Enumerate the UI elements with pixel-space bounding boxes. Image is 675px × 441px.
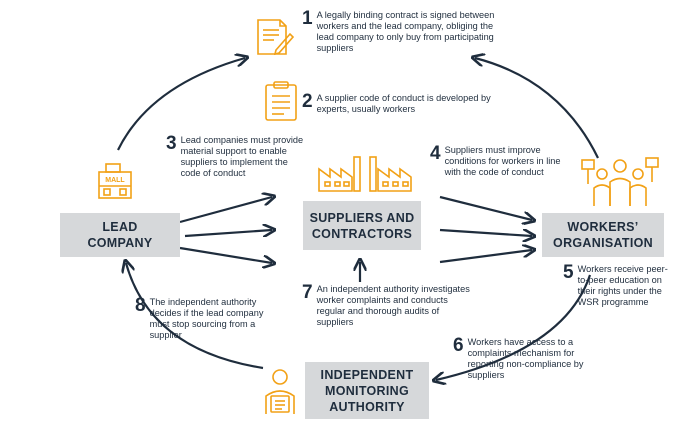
arrow-suppliers-to-workers-1 (439, 195, 532, 220)
workers-protest-icon (581, 157, 659, 206)
mall-label: MALL (105, 177, 125, 184)
workers-organisation-box: WORKERS’ ORGANISATION (542, 213, 664, 257)
authority-line2: MONITORING (324, 383, 410, 398)
factory-icon-1 (318, 156, 361, 192)
inspector-checklist-icon (265, 369, 295, 414)
lead-company-line2: COMPANY (87, 236, 153, 250)
factory-icon-2 (369, 156, 412, 192)
step-1-number: 1 (302, 8, 313, 29)
arrow-lead-to-suppliers-2 (184, 230, 272, 236)
lead-company-line1: LEAD (102, 220, 138, 234)
arrow-lead-to-suppliers-1 (179, 197, 272, 224)
authority-line1: INDEPENDENT (320, 367, 414, 382)
authority-line3: AUTHORITY (329, 399, 405, 414)
step-3-text: Lead companies must provide material sup… (180, 135, 304, 178)
monitoring-authority-box: INDEPENDENT MONITORING AUTHORITY (305, 362, 429, 419)
step-6-number: 6 (453, 335, 464, 356)
step-7: 7 An independent authority investigates … (302, 282, 477, 328)
arrow-lead-to-contract (117, 58, 245, 151)
step-2-number: 2 (302, 91, 313, 112)
step-4: 4 Suppliers must improve conditions for … (430, 143, 570, 178)
workers-line2: ORGANISATION (553, 236, 653, 250)
step-5-text: Workers receive peer-to-peer education o… (577, 264, 668, 307)
step-1: 1 A legally binding contract is signed b… (302, 8, 512, 54)
contract-signing-icon (257, 19, 294, 56)
step-4-text: Suppliers must improve conditions for wo… (444, 145, 561, 177)
step-8: 8 The independent authority decides if t… (135, 295, 285, 341)
workers-line1: WORKERS’ (567, 220, 639, 234)
suppliers-line1: SUPPLIERS AND (309, 210, 415, 225)
step-7-number: 7 (302, 282, 313, 303)
step-6: 6 Workers have access to a complaints me… (453, 335, 608, 381)
arrow-suppliers-to-workers-3 (439, 250, 532, 264)
arrow-lead-to-suppliers-3 (179, 246, 272, 263)
step-6-text: Workers have access to a complaints mech… (467, 337, 584, 380)
arrow-workers-to-authority (436, 274, 592, 380)
step-4-number: 4 (430, 143, 441, 164)
step-8-text: The independent authority decides if the… (149, 297, 264, 340)
step-1-text: A legally binding contract is signed bet… (316, 10, 495, 53)
arrow-suppliers-to-workers-2 (439, 230, 532, 236)
lead-company-box: LEAD COMPANY (60, 213, 180, 257)
step-5-number: 5 (563, 262, 574, 283)
step-3: 3 Lead companies must provide material s… (166, 133, 306, 179)
step-5: 5 Workers receive peer-to-peer education… (563, 262, 675, 308)
code-of-conduct-clipboard-icon (265, 81, 297, 121)
arrow-workers-to-contract (475, 58, 599, 159)
step-7-text: An independent authority investigates wo… (316, 284, 470, 327)
step-8-number: 8 (135, 295, 146, 316)
step-3-number: 3 (166, 133, 177, 154)
suppliers-box: SUPPLIERS AND CONTRACTORS (303, 201, 421, 250)
mall-building-icon: MALL (98, 163, 132, 199)
step-2-text: A supplier code of conduct is developed … (316, 93, 491, 114)
arrow-authority-to-lead (126, 263, 264, 370)
step-2: 2 A supplier code of conduct is develope… (302, 91, 502, 115)
suppliers-line2: CONTRACTORS (311, 226, 413, 241)
